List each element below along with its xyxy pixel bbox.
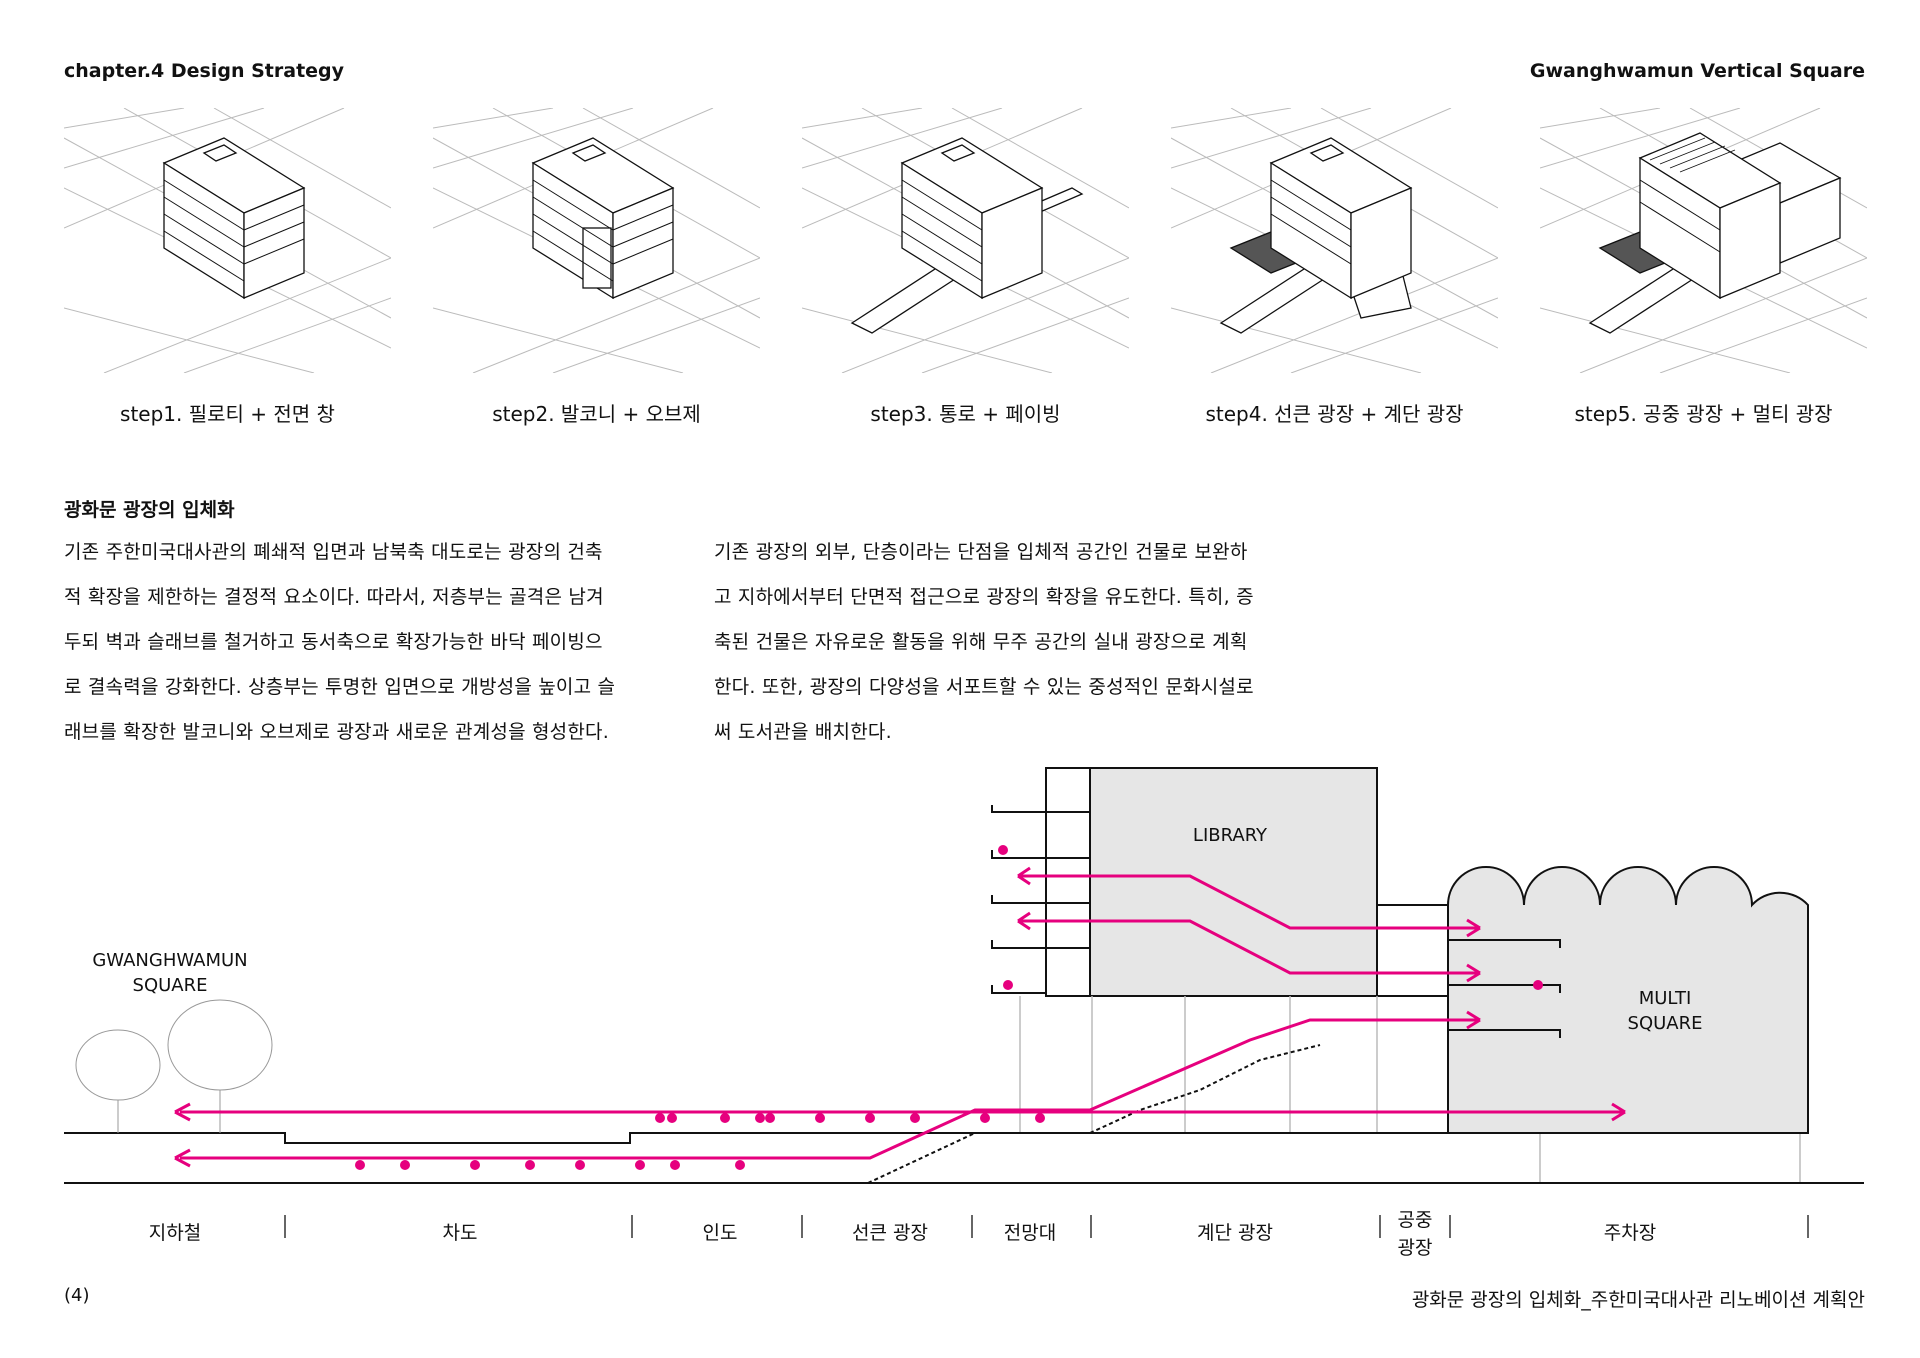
square-label: SQUARE [132,975,208,996]
zone-stair-plaza: 계단 광장 [1197,1222,1273,1244]
section-title: 광화문 광장의 입체화 [64,499,235,521]
trees [75,999,273,1133]
para2-line: 한다. 또한, 광장의 다양성을 서포트할 수 있는 중성적인 문화시설로 [714,676,1254,698]
project-title: Gwanghwamun Vertical Square [1529,60,1865,82]
footer-title: 광화문 광장의 입체화_주한미국대사관 리노베이션 계획안 [1411,1289,1865,1311]
para2-line: 축된 건물은 자유로운 활동을 위해 무주 공간의 실내 광장으로 계획 [714,631,1248,653]
library-balconies [991,805,1090,994]
pilotis-columns [1019,996,1801,1183]
multi-square-slabs [1448,939,1561,1038]
para2-line: 고 지하에서부터 단면적 접근으로 광장의 확장을 유도한다. 특히, 증 [714,586,1254,608]
step4-diagram [1171,108,1498,373]
ground-lines [64,1044,1864,1184]
step5-caption: step5. 공중 광장 + 멀티 광장 [1574,402,1833,426]
para1-line: 적 확장을 제한하는 결정적 요소이다. 따라서, 저층부는 골격은 남겨 [64,586,604,608]
multi-square-volume [1447,866,1809,1134]
step2-caption: step2. 발코니 + 오브제 [492,402,701,426]
zone-observatory: 전망대 [1003,1222,1057,1244]
description-paragraph-1: 기존 주한미국대사관의 폐쇄적 입면과 남북축 대도로는 광장의 건축 적 확장… [64,530,664,755]
step3-diagram [802,108,1129,373]
multi-square-label: SQUARE [1627,1013,1703,1034]
sky-bridge [1376,904,1449,997]
step-diagrams [64,108,1868,373]
chapter-title: chapter.4 Design Strategy [64,60,345,82]
description-paragraph-2: 기존 광장의 외부, 단층이라는 단점을 입체적 공간인 건물로 보완하 고 지… [714,530,1314,755]
zone-dividers [284,1215,1809,1238]
circulation-arrows [174,866,1626,1168]
para2-line: 기존 광장의 외부, 단층이라는 단점을 입체적 공간인 건물로 보완하 [714,541,1248,563]
step4-caption: step4. 선큰 광장 + 계단 광장 [1205,402,1464,426]
step4-axonometric [1171,108,1498,373]
gwanghwamun-label: GWANGHWAMUN [92,950,248,971]
step2-axonometric [433,108,760,373]
step1-diagram [64,108,391,373]
library-volume [1089,767,1378,997]
library-label: LIBRARY [1192,825,1268,846]
step5-diagram [1540,108,1867,373]
step1-axonometric [64,108,391,373]
multi-label: MULTI [1638,988,1692,1009]
step3-caption: step3. 통로 + 페이빙 [870,402,1061,426]
para1-line: 래브를 확장한 발코니와 오브제로 광장과 새로운 관계성을 형성한다. [64,721,609,743]
para1-line: 로 결속력을 강화한다. 상층부는 투명한 입면으로 개방성을 높이고 슬 [64,676,616,698]
library-core [1045,767,1091,997]
zone-sidewalk: 인도 [702,1222,738,1244]
step2-diagram [433,108,760,373]
step5-axonometric [1540,108,1867,373]
zone-roadway: 차도 [442,1222,478,1244]
para1-line: 두되 벽과 슬래브를 철거하고 동서축으로 확장가능한 바닥 페이빙으 [64,631,603,653]
step3-axonometric [802,108,1129,373]
people-figures [355,845,1543,1170]
zone-subway: 지하철 [148,1222,202,1244]
para2-line: 써 도서관을 배치한다. [714,721,892,743]
zone-aerial-plaza-2: 광장 [1397,1237,1433,1259]
page-number: (4) [64,1285,90,1306]
zone-aerial-plaza-1: 공중 [1397,1209,1433,1231]
zone-parking: 주차장 [1603,1222,1657,1244]
section-diagram [64,767,1864,1184]
para1-line: 기존 주한미국대사관의 폐쇄적 입면과 남북축 대도로는 광장의 건축 [64,541,603,563]
step1-caption: step1. 필로티 + 전면 창 [120,402,335,426]
zone-sunken-plaza: 선큰 광장 [852,1222,928,1244]
